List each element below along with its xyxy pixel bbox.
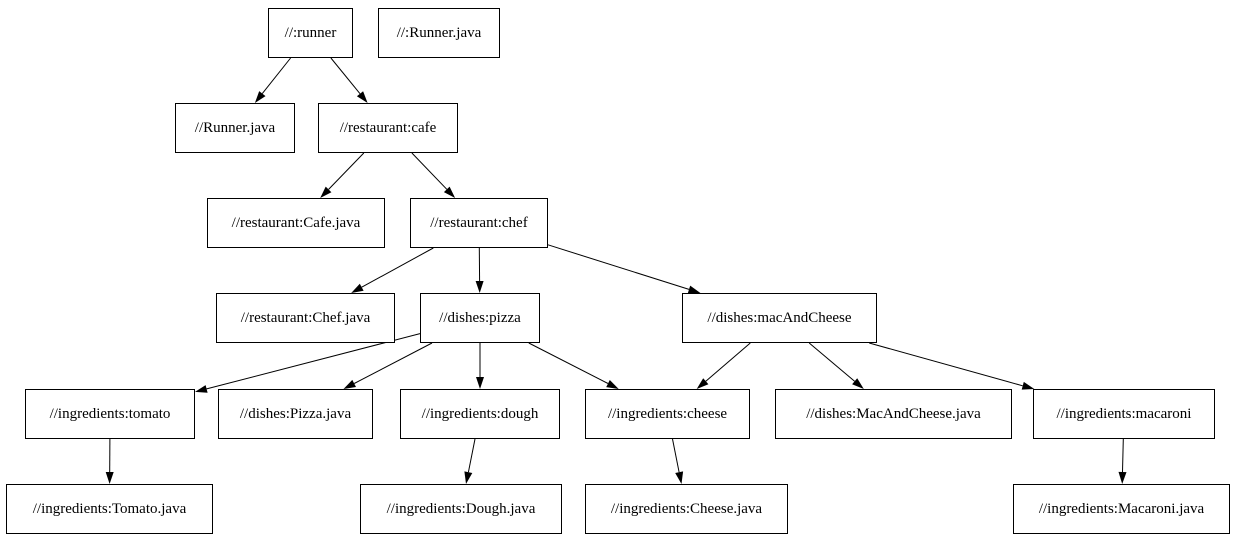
graph-node-macaroni: //ingredients:macaroni [1033,389,1215,439]
edge-arrowhead-icon [254,91,266,103]
graph-node-pizza: //dishes:pizza [420,293,540,343]
edge-line-mac-and-cheese-to-cheese [705,342,751,382]
edge-arrowhead-icon [475,281,484,293]
graph-node-runner-java-root: //:Runner.java [378,8,500,58]
edge-line-runner-to-runner-java [261,57,291,94]
graph-node-pizza-java: //dishes:Pizza.java [218,389,373,439]
graph-node-dough: //ingredients:dough [400,389,560,439]
graph-node-cheese: //ingredients:cheese [585,389,750,439]
edge-arrowhead-icon [696,378,709,389]
graph-node-chef-java: //restaurant:Chef.java [216,293,395,343]
edge-line-macaroni-to-macaroni-java [1122,438,1124,473]
graph-node-cafe-java: //restaurant:Cafe.java [207,198,385,248]
edge-arrowhead-icon [464,471,473,484]
edge-arrowhead-icon [356,91,368,103]
edge-line-pizza-to-pizza-java [353,342,433,384]
edge-line-mac-and-cheese-to-mac-and-cheese-java [808,342,855,382]
graph-node-tomato: //ingredients:tomato [25,389,195,439]
graph-node-mac-and-cheese: //dishes:macAndCheese [682,293,877,343]
edge-line-cheese-to-cheese-java [672,438,680,473]
edge-line-chef-to-mac-and-cheese [547,244,690,290]
edge-line-mac-and-cheese-to-macaroni [869,342,1023,387]
edge-line-cafe-to-cafe-java [328,152,365,190]
edge-line-cafe-to-chef [411,152,448,190]
edge-arrowhead-icon [195,385,208,393]
graph-node-cheese-java: //ingredients:Cheese.java [585,484,788,534]
edge-arrowhead-icon [320,186,332,198]
graph-node-runner: //:runner [268,8,353,58]
edge-arrowhead-icon [675,471,684,484]
edge-line-pizza-to-cheese [528,342,609,384]
graph-node-tomato-java: //ingredients:Tomato.java [6,484,213,534]
graph-node-cafe: //restaurant:cafe [318,103,458,153]
edge-arrowhead-icon [1021,381,1035,390]
edge-line-runner-to-cafe [330,57,361,95]
edge-arrowhead-icon [1118,471,1127,484]
edge-arrowhead-icon [351,283,364,293]
edge-line-dough-to-dough-java [467,438,476,473]
edge-line-chef-to-chef-java [361,247,434,288]
edge-arrowhead-icon [687,285,701,294]
graph-node-macaroni-java: //ingredients:Macaroni.java [1013,484,1230,534]
edge-arrowhead-icon [476,377,484,389]
graph-node-chef: //restaurant:chef [410,198,548,248]
edge-arrowhead-icon [852,378,864,389]
graph-node-dough-java: //ingredients:Dough.java [360,484,562,534]
graph-node-mac-and-cheese-java: //dishes:MacAndCheese.java [775,389,1012,439]
graph-node-runner-java: //Runner.java [175,103,295,153]
edge-arrowhead-icon [105,472,114,484]
edge-arrowhead-icon [443,186,456,198]
edge-arrowhead-icon [606,380,619,389]
edge-arrowhead-icon [343,379,356,389]
